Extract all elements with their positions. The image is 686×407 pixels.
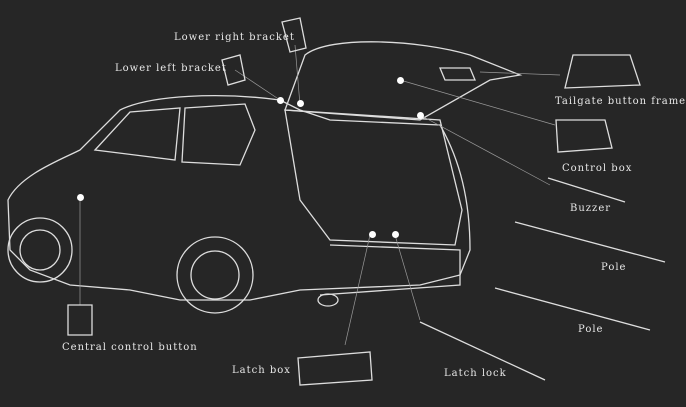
tailgate	[284, 41, 523, 121]
label-latch-box: Latch box	[232, 365, 291, 376]
bumper	[319, 244, 461, 296]
label-pole-lower: Pole	[578, 324, 604, 335]
label-tailgate-button-frame: Tailgate button frame	[555, 96, 686, 107]
marker-dot	[397, 77, 404, 84]
label-central-control-button: Central control button	[62, 342, 198, 353]
label-pole-upper: Pole	[601, 262, 627, 273]
marker-dot	[77, 194, 84, 201]
marker-dot	[297, 100, 304, 107]
rear-wheel	[176, 236, 254, 314]
latch-box-part	[297, 351, 373, 386]
central-button-part	[67, 304, 93, 336]
label-lower-left-bracket: Lower left bracket	[115, 63, 227, 74]
lower-right-bracket-part	[281, 17, 307, 53]
marker-dot	[277, 97, 284, 104]
rear-opening	[284, 109, 463, 246]
marker-dot	[369, 231, 376, 238]
marker-dot	[392, 231, 399, 238]
lower-left-bracket-part	[221, 54, 246, 86]
latch-lock-part	[419, 321, 546, 381]
exhaust	[317, 293, 339, 307]
front-wheel	[7, 217, 73, 283]
buzzer-part	[547, 177, 626, 203]
label-buzzer: Buzzer	[570, 203, 612, 214]
pole-lower-part	[494, 287, 651, 331]
pole-upper-part	[514, 221, 666, 263]
car-windows	[93, 103, 256, 166]
marker-dot	[417, 112, 424, 119]
label-control-box: Control box	[562, 163, 633, 174]
tailgate-frame-part	[564, 54, 641, 89]
label-latch-lock: Latch lock	[444, 368, 507, 379]
label-lower-right-bracket: Lower right bracket	[174, 32, 295, 43]
control-box-part	[555, 119, 613, 153]
